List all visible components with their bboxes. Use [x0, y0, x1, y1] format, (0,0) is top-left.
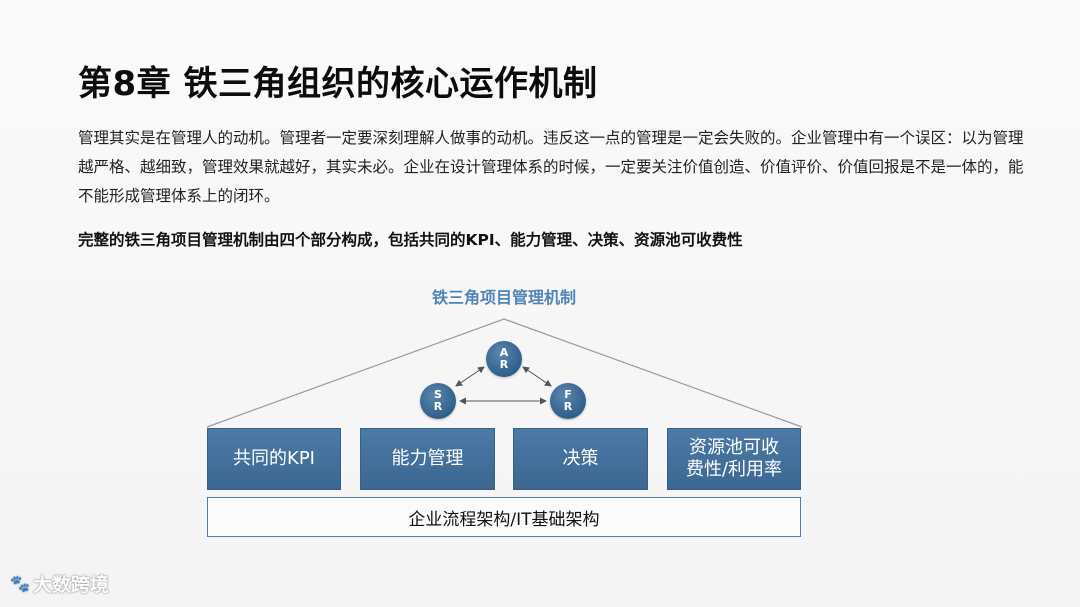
watermark: 🐾 大数跨境 [10, 570, 109, 597]
pillar-decision: 决策 [513, 428, 648, 490]
intro-paragraph: 管理其实是在管理人的动机。管理者一定要深刻理解人做事的动机。违反这一点的管理是一… [78, 129, 1024, 205]
diagram-title: 铁三角项目管理机制 [431, 288, 576, 307]
pillar-decision-label: 决策 [562, 448, 599, 469]
base-label: 企业流程架构/IT基础架构 [408, 509, 600, 530]
pillar-resource-line2: 费性/利用率 [685, 459, 783, 480]
watermark-text: 大数跨境 [32, 574, 109, 596]
pillar-capability: 能力管理 [360, 428, 495, 490]
pillar-capability-label: 能力管理 [391, 448, 464, 469]
pillar-resource-line1: 资源池可收 [689, 437, 779, 458]
node-ar-top: A [499, 346, 509, 359]
pillar-kpi: 共同的KPI [207, 428, 341, 490]
pillar-kpi-label: 共同的KPI [233, 448, 315, 469]
arrow-ar-fr [522, 366, 552, 387]
node-sr-top: S [434, 388, 442, 401]
node-fr-bottom: R [563, 400, 573, 413]
node-fr: F R [550, 383, 586, 419]
node-fr-top: F [564, 388, 572, 401]
node-ar: A R [486, 341, 522, 377]
page-title: 第8章 铁三角组织的核心运作机制 [78, 64, 598, 104]
node-sr: S R [420, 383, 456, 419]
base-foundation: 企业流程架构/IT基础架构 [207, 497, 801, 537]
pillar-resource: 资源池可收 费性/利用率 [667, 428, 801, 490]
summary-text: 完整的铁三角项目管理机制由四个部分构成，包括共同的KPI、能力管理、决策、资源池… [78, 231, 743, 249]
node-sr-bottom: R [433, 400, 443, 413]
arrow-ar-sr [455, 366, 485, 387]
watermark-logo-icon: 🐾 [10, 574, 30, 593]
node-ar-bottom: R [499, 358, 509, 371]
